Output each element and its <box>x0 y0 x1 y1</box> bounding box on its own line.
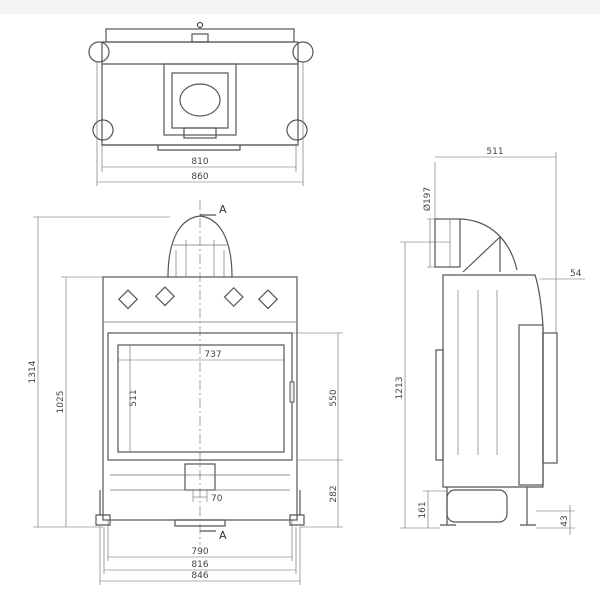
dim-label: 54 <box>570 269 582 279</box>
air-box <box>446 489 508 523</box>
legs <box>95 490 305 526</box>
door-handle <box>289 381 295 403</box>
body-outline <box>101 41 299 146</box>
dim-label: 816 <box>191 560 208 570</box>
corner-roller <box>92 119 114 141</box>
dim-label: 1314 <box>28 360 38 383</box>
dim-label: 846 <box>191 571 208 581</box>
side-view: 511 Ø197 1213 54 161 43 <box>395 147 585 535</box>
flue-opening <box>179 83 221 117</box>
dim-label: 511 <box>486 147 503 157</box>
glass-pane <box>117 344 285 453</box>
dim-label: 810 <box>191 157 208 167</box>
flue-dome <box>167 215 233 278</box>
flue-flange <box>163 63 237 136</box>
dim-label: 511 <box>129 389 139 406</box>
front-view: A A 1314 1025 511 737 550 282 70 790 816… <box>28 200 343 585</box>
dim-label: Ø197 <box>422 187 433 211</box>
dim-label: 737 <box>204 350 221 360</box>
section-marker: A <box>219 529 227 542</box>
section-marker: A <box>219 203 227 216</box>
vent-diamonds <box>117 286 279 310</box>
dim-label: 550 <box>329 389 339 406</box>
corner-roller <box>88 41 110 63</box>
top-plate <box>105 28 295 43</box>
dim-label: 1025 <box>56 391 66 414</box>
flue-pipe <box>434 218 461 268</box>
corner-roller <box>286 119 308 141</box>
hook-icon <box>196 21 204 29</box>
dim-label: 282 <box>329 485 339 502</box>
dim-label: 161 <box>418 501 428 518</box>
corner-roller <box>292 41 314 63</box>
dim-label: 70 <box>211 494 223 504</box>
dim-label: 1213 <box>395 377 405 400</box>
door-profile <box>518 324 544 486</box>
top-view: 810 860 <box>88 21 314 186</box>
dim-label: 860 <box>191 172 208 182</box>
dim-label: 43 <box>560 515 570 526</box>
dim-label: 790 <box>191 547 208 557</box>
top-bar <box>0 0 600 14</box>
flue-elbow <box>459 218 518 271</box>
